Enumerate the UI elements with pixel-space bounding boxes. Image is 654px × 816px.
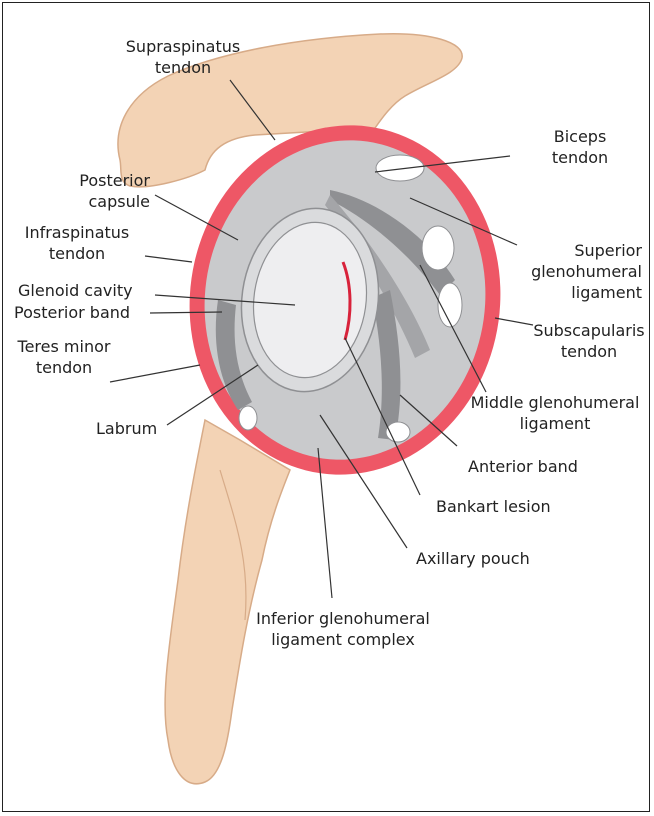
label-line: tendon: [540, 147, 620, 168]
label-middle-gh: Middle glenohumeral ligament: [464, 392, 646, 434]
label-biceps: Biceps tendon: [540, 126, 620, 168]
label-line: Glenoid cavity: [18, 280, 133, 301]
label-infraspinatus: Infraspinatus tendon: [12, 222, 142, 264]
label-line: glenohumeral: [510, 261, 642, 282]
label-line: tendon: [108, 57, 258, 78]
label-line: Middle glenohumeral: [464, 392, 646, 413]
label-line: tendon: [530, 341, 648, 362]
label-line: Posterior: [50, 170, 150, 191]
label-line: Bankart lesion: [436, 496, 551, 517]
label-line: Axillary pouch: [416, 548, 530, 569]
bursa-2: [422, 226, 454, 270]
label-line: capsule: [50, 191, 150, 212]
label-labrum: Labrum: [96, 418, 157, 439]
label-supraspinatus: Supraspinatus tendon: [108, 36, 258, 78]
label-line: Anterior band: [468, 456, 578, 477]
label-line: tendon: [12, 243, 142, 264]
label-line: Inferior glenohumeral: [248, 608, 438, 629]
label-anterior-band: Anterior band: [468, 456, 578, 477]
label-line: Superior: [510, 240, 642, 261]
label-glenoid: Glenoid cavity: [18, 280, 133, 301]
label-subscapularis: Subscapularis tendon: [530, 320, 648, 362]
bursa-1: [376, 155, 424, 181]
label-posterior-band: Posterior band: [14, 302, 130, 323]
label-line: ligament: [510, 282, 642, 303]
label-axillary: Axillary pouch: [416, 548, 530, 569]
bursa-3: [438, 283, 462, 327]
label-line: Subscapularis: [530, 320, 648, 341]
label-line: tendon: [14, 357, 114, 378]
bursa-5: [239, 406, 257, 430]
label-line: ligament: [464, 413, 646, 434]
label-inferior-gh: Inferior glenohumeral ligament complex: [248, 608, 438, 650]
label-teres-minor: Teres minor tendon: [14, 336, 114, 378]
label-posterior-capsule: Posterior capsule: [50, 170, 150, 212]
label-superior-gh: Superior glenohumeral ligament: [510, 240, 642, 303]
label-line: Labrum: [96, 418, 157, 439]
label-line: Supraspinatus: [108, 36, 258, 57]
label-line: Biceps: [540, 126, 620, 147]
label-line: Infraspinatus: [12, 222, 142, 243]
label-line: ligament complex: [248, 629, 438, 650]
label-bankart: Bankart lesion: [436, 496, 551, 517]
scapula-body: [165, 420, 290, 784]
label-line: Posterior band: [14, 302, 130, 323]
label-line: Teres minor: [14, 336, 114, 357]
